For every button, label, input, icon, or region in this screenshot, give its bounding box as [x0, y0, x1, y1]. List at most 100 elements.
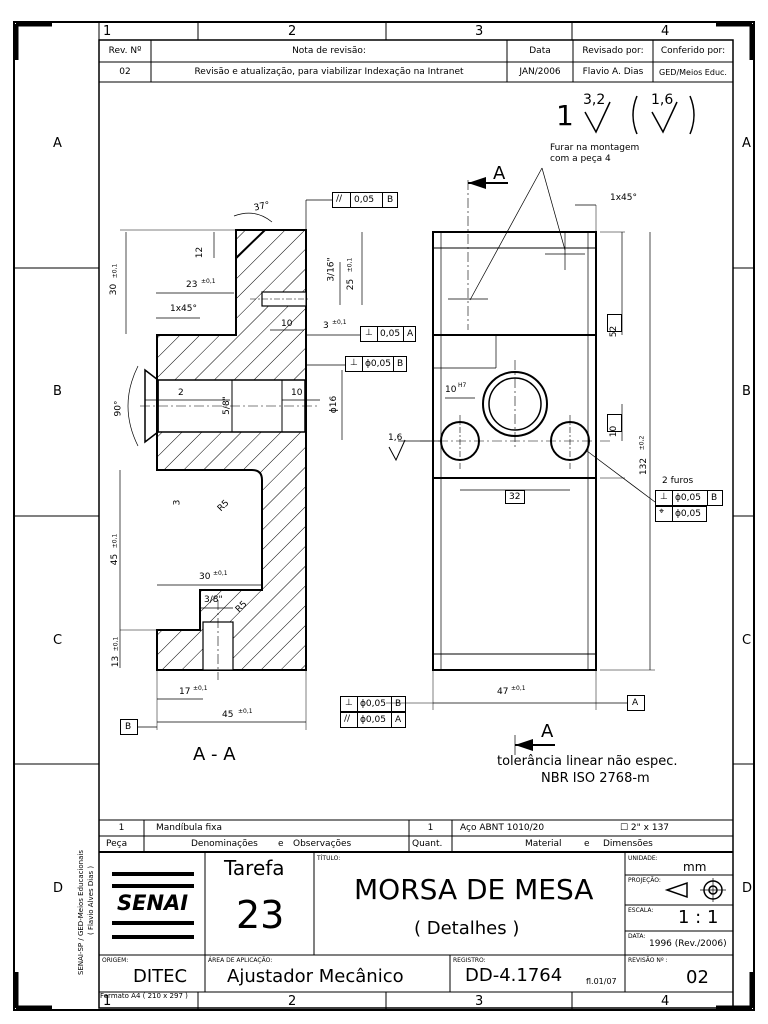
dim-25: 25 — [346, 278, 357, 291]
perp-ref-b: B — [397, 359, 404, 369]
dim-132-tol: ±0,2 — [638, 435, 646, 451]
date-header: Data — [529, 46, 551, 56]
revision-value: 02 — [686, 967, 709, 988]
dim-5-8: 5/8" — [221, 396, 232, 415]
dim-90: 90° — [113, 400, 124, 417]
fcf-4-value: ϕ0,05 — [675, 509, 701, 519]
zone-col-1-top: 1 — [103, 24, 112, 39]
zone-col-3-bottom: 3 — [475, 994, 484, 1009]
unit-value: mm — [683, 860, 707, 874]
material-e-header: e — [584, 839, 590, 849]
zone-row-c-left: C — [53, 633, 63, 648]
dim-h7: H7 — [458, 382, 467, 389]
senai-logo: SENAI — [117, 891, 189, 915]
origin-label: ORIGEM: — [102, 957, 129, 964]
zone-row-a-right: A — [742, 136, 751, 151]
scale-label: ESCALA: — [628, 907, 654, 914]
datum-b: B — [120, 719, 138, 735]
date-label: DATA: — [628, 933, 646, 940]
zone-row-b-right: B — [742, 384, 751, 399]
dim-23: 23 — [186, 280, 198, 290]
material-header: Material — [525, 839, 562, 849]
dim-13: 13 — [111, 655, 122, 668]
dim-45-tol: ±0,1 — [111, 533, 119, 549]
area-label: ÁREA DE APLICAÇÃO: — [208, 957, 273, 964]
zone-col-4-top: 4 — [661, 24, 670, 39]
origin-value: DITEC — [133, 966, 188, 987]
side-credit-1: SENAI-SP / GED-Meios Educacionais — [77, 850, 85, 975]
task-number: 23 — [236, 893, 285, 937]
dim-30: 30 — [109, 283, 120, 296]
fcf-3-ref: B — [711, 493, 718, 503]
dim-3-16: 3/16" — [326, 257, 337, 282]
holes-note: 2 furos — [662, 476, 694, 486]
dim-3-tol: ±0,1 — [332, 319, 347, 326]
revision-label: REVISÃO Nº : — [628, 957, 668, 964]
dim-3: 3 — [323, 321, 329, 331]
dim-45: 45 — [110, 553, 121, 566]
part-name: Mandíbula fixa — [156, 823, 223, 833]
projection-label: PROJEÇÃO: — [628, 877, 661, 884]
piece-header: Peça — [106, 839, 128, 849]
registry-label: REGISTRO: — [453, 957, 486, 964]
date-value: 1996 (Rev./2006) — [649, 939, 727, 949]
zone-row-b-left: B — [53, 384, 62, 399]
fcf-4: ⌖ ϕ0,05 — [655, 506, 707, 522]
perp-value-b: ϕ0,05 — [365, 359, 391, 369]
dim-52-box: 52 — [607, 314, 622, 337]
zone-row-c-right: C — [742, 633, 752, 648]
zone-row-d-right: D — [742, 881, 753, 896]
dim-3b: 3 — [172, 499, 183, 506]
checked-value: GED/Meios Educ. — [659, 68, 727, 77]
denom-header: Denominações — [191, 839, 258, 849]
finish-primary: 3,2 — [583, 92, 606, 108]
dim-30b-tol: ±0,1 — [213, 570, 228, 577]
format-label: Formato A4 ( 210 x 297 ) — [100, 992, 188, 1000]
part-material: Aço ABNT 1010/20 — [460, 823, 545, 833]
area-value: Ajustador Mecânico — [227, 966, 404, 987]
part-number: 1 — [118, 823, 125, 833]
drawing-subtitle: ( Detalhes ) — [414, 918, 520, 939]
dim-10c-box: 10 — [607, 414, 622, 437]
dim-3-8: 3/8" — [204, 595, 223, 605]
perp-frame-a: ⊥ 0,05 A — [360, 326, 416, 342]
dim-phi16: ϕ16 — [329, 395, 340, 414]
perp-frame-b: ⊥ ϕ0,05 B — [345, 356, 407, 372]
denom-e-header: e — [278, 839, 284, 849]
dim-13-tol: ±0,1 — [112, 636, 120, 652]
dim-17-tol: ±0,1 — [193, 685, 208, 692]
dims-header: Dimensões — [603, 839, 653, 849]
dim-132: 132 — [639, 457, 650, 476]
drawing-title: MORSA DE MESA — [354, 873, 594, 906]
fcf-1-value: ϕ0,05 — [360, 699, 386, 709]
perp-value-a: 0,05 — [380, 329, 401, 339]
dim-10b: 10 — [291, 388, 303, 398]
unit-label: UNIDADE: — [628, 855, 658, 862]
finish-prefix: 1 — [556, 99, 574, 132]
fcf-2: // ϕ0,05 A — [340, 712, 406, 728]
obs-header: Observações — [293, 839, 352, 849]
fcf-3-value: ϕ0,05 — [675, 493, 701, 503]
dim-25-tol: ±0,1 — [346, 257, 354, 273]
registry-value: DD-4.1764 — [465, 965, 563, 986]
part-qty: 1 — [427, 823, 434, 833]
task-label: Tarefa — [224, 856, 285, 880]
zone-col-1-bottom: 1 — [103, 994, 112, 1009]
dim-17: 17 — [179, 687, 191, 697]
cut-label-top: A — [493, 163, 506, 184]
dim-10a: 10 — [281, 319, 293, 329]
fcf-3: ⊥ ϕ0,05 B — [655, 490, 723, 506]
dim-chamfer-front: 1x45° — [610, 193, 638, 203]
qty-header: Quant. — [412, 839, 443, 849]
date-value: JAN/2006 — [519, 67, 561, 77]
checked-header: Conferido por: — [660, 46, 726, 56]
dim-30-tol: ±0,1 — [111, 263, 119, 279]
part-dims: ☐ 2" x 137 — [620, 823, 670, 833]
dim-47: 47 — [497, 687, 509, 697]
datum-a: A — [627, 695, 645, 711]
side-credit-2: ( Flavio Alves Dias ) — [87, 865, 95, 935]
zone-col-2-bottom: 2 — [288, 994, 297, 1009]
rev-header: Rev. Nº — [108, 46, 142, 56]
